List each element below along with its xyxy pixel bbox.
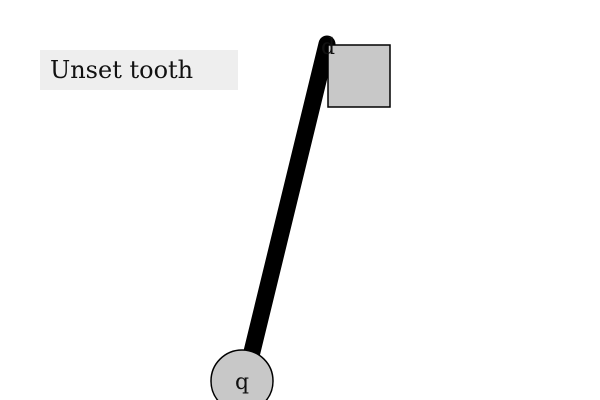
circle-node-label: q xyxy=(235,370,249,395)
unset-tooth-button[interactable]: Unset tooth xyxy=(40,50,238,90)
connecting-link[interactable] xyxy=(241,35,336,369)
square-node[interactable] xyxy=(327,44,391,108)
square-node-label: d xyxy=(321,35,335,60)
circle-node[interactable] xyxy=(210,349,274,400)
